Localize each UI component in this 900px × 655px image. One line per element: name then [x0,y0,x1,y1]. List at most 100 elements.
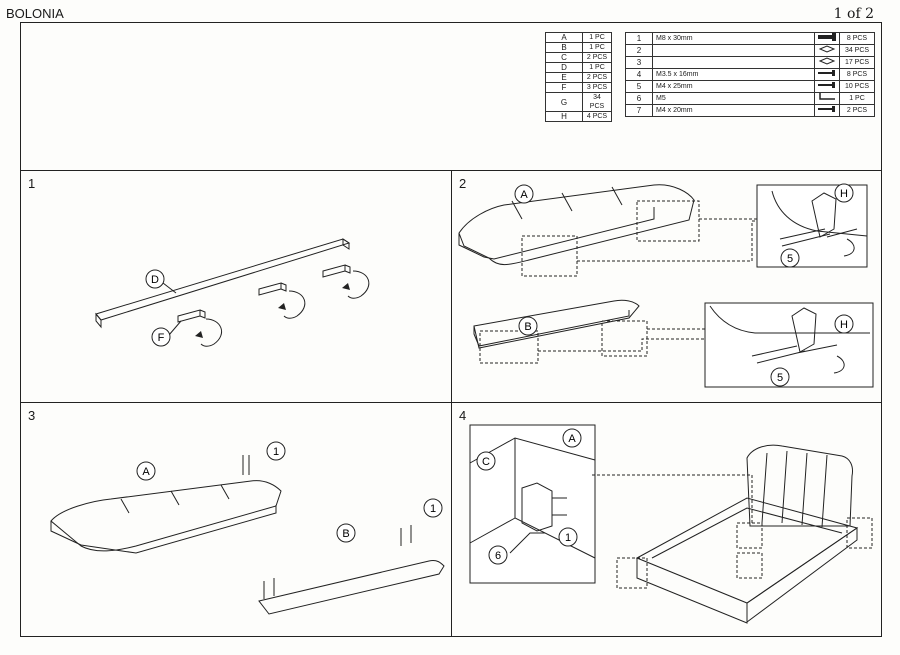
hw-spec: M3.5 x 16mm [652,68,815,81]
bracket-h-2 [791,307,817,353]
callout-h-2: H [834,314,854,334]
screw-icon [814,68,840,81]
callout-f: F [151,327,171,347]
svg-text:6: 6 [495,550,501,562]
svg-text:H: H [840,188,848,200]
washer-icon [814,44,840,57]
bracket-c [521,482,553,532]
hw-spec: M4 x 25mm [652,80,815,93]
callout-a: A [136,461,156,481]
part-key: B [545,42,583,53]
step-number: 3 [28,408,36,423]
callout-1: 1 [266,441,286,461]
leg-f-2 [258,282,287,296]
hw-spec [652,44,815,57]
step-2-drawing: A B H 5 H 5 [458,183,874,388]
hw-key: 5 [625,80,653,93]
part-key: E [545,72,583,83]
part-qty: 4 PCS [582,111,612,122]
page-number: 1 of 2 [833,6,874,22]
hw-qty: 34 PCS [839,44,875,57]
rotate-arrow-icon [200,318,223,347]
step-1-drawing: D F [95,238,370,347]
washer-icon [814,56,840,69]
part-qty: 34 PCS [582,92,612,112]
hw-key: 2 [625,44,653,57]
rotate-arrow-icon [283,290,306,319]
hw-key: 7 [625,104,653,117]
part-key: A [545,32,583,43]
step-number: 2 [459,176,467,191]
hw-spec: M8 x 30mm [652,32,815,45]
callout-c: C [476,451,496,471]
step-4-drawing: A C 6 1 [469,424,873,624]
rotate-arrow-icon [347,270,370,299]
part-key: H [545,111,583,122]
svg-text:A: A [142,466,150,478]
svg-text:B: B [342,528,349,540]
callout-1-2: 1 [423,498,443,518]
svg-text:D: D [151,274,159,286]
allen-key-icon [814,92,840,105]
svg-text:5: 5 [787,253,793,265]
leg-f-3 [322,264,351,278]
hw-qty: 8 PCS [839,68,875,81]
part-qty: 2 PCS [582,52,612,63]
step-3-drawing: A 1 B 1 [50,441,445,615]
callout-b: B [336,523,356,543]
part-qty: 1 PC [582,42,612,53]
callout-5: 5 [780,248,800,268]
screw-icon [814,104,840,117]
part-qty: 3 PCS [582,82,612,93]
callout-a: A [562,428,582,448]
part-key: D [545,62,583,73]
part-qty: 1 PC [582,62,612,73]
svg-text:C: C [482,456,490,468]
svg-text:1: 1 [430,503,436,515]
hw-qty: 8 PCS [839,32,875,45]
screw-icon [814,80,840,93]
headboard-a [50,480,282,552]
callout-b: B [518,316,538,336]
step-3-panel: 3 A 1 B 1 [20,402,452,637]
step-number: 4 [459,408,467,423]
svg-text:H: H [840,319,848,331]
svg-text:1: 1 [565,532,571,544]
callout-h: H [834,183,854,203]
callout-5-2: 5 [770,367,790,387]
hw-key: 4 [625,68,653,81]
part-qty: 1 PC [582,32,612,43]
footboard-b [473,299,640,349]
bracket-h [811,192,837,238]
hardware-row: 2 34 PCS [625,44,875,57]
allen-key-icon [509,532,545,554]
svg-text:A: A [520,189,528,201]
part-key: C [545,52,583,63]
bolt-icon [814,32,840,45]
callout-6: 6 [488,545,508,565]
step-1-panel: 1 D F [20,170,452,403]
svg-text:F: F [158,332,165,344]
leg-f [177,309,206,323]
footboard-b [258,560,445,615]
hw-spec [652,56,815,69]
svg-text:A: A [568,433,576,445]
svg-text:1: 1 [273,446,279,458]
headboard-a [746,444,853,527]
rail-d [95,238,351,321]
hw-qty: 10 PCS [839,80,875,93]
callout-d: D [145,269,165,289]
headboard-a [458,184,695,266]
svg-text:5: 5 [777,372,783,384]
